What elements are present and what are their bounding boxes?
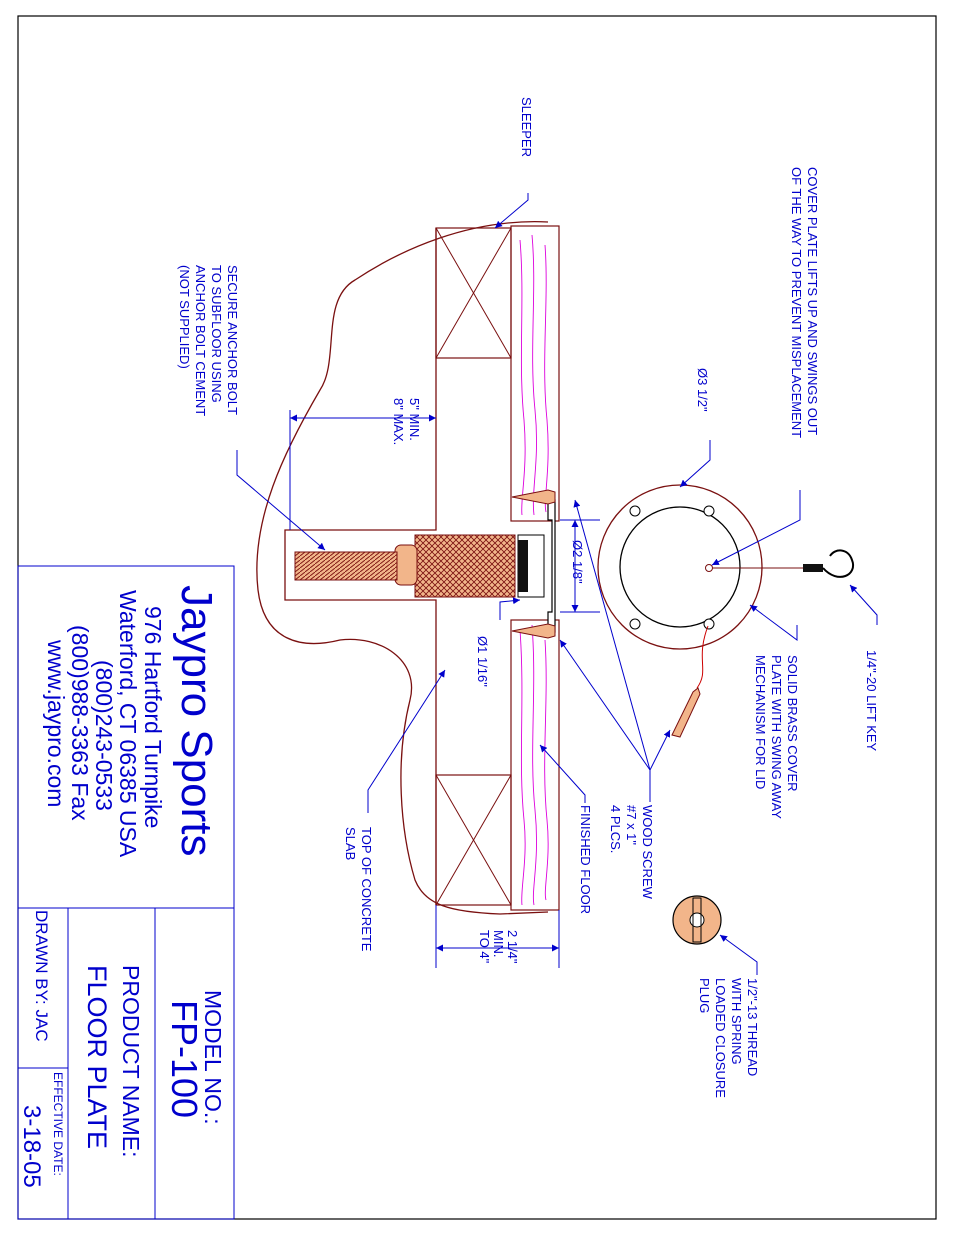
brass-leader [749, 604, 798, 641]
website: www.jaypro.com [43, 639, 69, 807]
dia-2-eighth-label: Ø2 1/8" [570, 540, 585, 584]
callout-text: SLEEPER COVER PLATE LIFTS UP AND SWINGS … [177, 97, 879, 1098]
screw-leader-c [573, 499, 651, 771]
plug-label-2: WITH SPRING [729, 978, 744, 1065]
dia-3-half-leader [679, 440, 711, 488]
concrete-label-2: SLAB [343, 827, 358, 860]
cover-plate-label-1: COVER PLATE LIFTS UP AND SWINGS OUT [805, 167, 820, 435]
phone-number: (800)243-0533 [91, 660, 117, 811]
fax-number: (800)988-3363 Fax [67, 625, 93, 821]
closure-plug-slot [692, 897, 702, 943]
dia-1-sixteenth-leader [499, 597, 521, 620]
loose-wood-screw [671, 687, 701, 738]
model-number: FP-100 [164, 1000, 205, 1118]
anchor-bolt [294, 551, 398, 581]
cover-lift-leader [711, 490, 801, 566]
wood-screw-top [511, 489, 556, 505]
floor-dim-label-1: 2 1/4" [505, 930, 520, 964]
cover-screw-1 [629, 505, 641, 517]
cross-section [256, 221, 560, 915]
anchor-leader [236, 450, 326, 551]
effective-date-label: EFFECTIVE DATE: [51, 1072, 65, 1176]
depth-label-2: 8" MAX. [391, 398, 406, 445]
plug-label-1: 1/2"-13 THREAD [745, 978, 760, 1076]
screw-leader [696, 625, 709, 689]
plate-gasket [518, 540, 528, 592]
cover-inner-lid [619, 506, 741, 628]
concrete-slab-outline [256, 221, 549, 915]
drawn-by: DRAWN BY: JAC [32, 910, 51, 1042]
hex-nut [394, 544, 418, 586]
sleeper-x-bottom [435, 774, 512, 906]
anchor-label-1: SECURE ANCHOR BOLT [225, 265, 240, 415]
lift-key-hook [822, 549, 855, 578]
lift-key-hole [705, 564, 713, 572]
product-label: PRODUCT NAME: [118, 965, 144, 1158]
dia-1-sixteenth-label: Ø1 1/16" [475, 636, 490, 687]
plug-leader [719, 934, 758, 975]
company-name: Jaypro Sports [172, 585, 221, 856]
sleeper-leader [494, 193, 529, 229]
lift-key-leader [849, 584, 878, 625]
dia-3-half-label: Ø3 1/2" [695, 368, 710, 412]
concrete-label-1: TOP OF CONCRETE [359, 827, 374, 952]
finished-floor-leader [539, 744, 586, 803]
brass-label-3: MECHANISM FOR LID [753, 655, 768, 789]
concrete-leader [367, 669, 446, 813]
anchor-label-3: ANCHOR BOLT CEMENT [193, 265, 208, 416]
floor-dim-label-3: TO 4" [477, 930, 492, 964]
sleeper-label: SLEEPER [519, 97, 534, 157]
screw-label-3: 4 PLCS. [608, 805, 623, 853]
finished-floor-label: FINISHED FLOOR [578, 805, 593, 914]
screw-label-1: WOOD SCREW [640, 805, 655, 900]
floor-plate-body [547, 499, 556, 633]
anchor-label-2: TO SUBFLOOR USING [209, 265, 224, 403]
model-label: MODEL NO.: [200, 990, 226, 1125]
plug-label-4: PLUG [697, 978, 712, 1013]
cover-plate-label-2: OF THE WAY TO PREVENT MISPLACEMENT [789, 167, 804, 438]
title-block [17, 565, 235, 1220]
title-block-text: Jaypro Sports 976 Hartford Turnpike Wate… [18, 585, 226, 1188]
floor-thickness-ext [435, 905, 560, 968]
floor-dim-label-2: MIN. [491, 930, 506, 957]
wood-screw-bottom [511, 623, 556, 639]
effective-date: 3-18-05 [18, 1105, 45, 1188]
finished-floor-top [510, 225, 560, 522]
cover-plate-top-view [597, 484, 855, 945]
cover-outer-ring [597, 484, 763, 650]
cover-screw-4 [703, 618, 715, 630]
brass-label-1: SOLID BRASS COVER [785, 655, 800, 792]
annotations [236, 193, 878, 975]
finished-floor-bottom [510, 619, 560, 911]
address-line-1: 976 Hartford Turnpike [140, 606, 166, 828]
screw-label-2: #7 x 1" [624, 805, 639, 845]
brass-label-2: PLATE WITH SWING AWAY [769, 655, 784, 819]
depth-label-1: 5" MIN. [407, 398, 422, 441]
lift-key-grip [803, 564, 823, 572]
cover-screw-2 [703, 505, 715, 517]
lift-key-label: 1/4"-20 LIFT KEY [864, 650, 879, 752]
screw-leader-b [649, 729, 671, 771]
cover-screw-3 [629, 618, 641, 630]
product-name: FLOOR PLATE [82, 965, 112, 1149]
anchor-label-4: (NOT SUPPLIED) [177, 265, 192, 369]
closure-plug-hole [689, 912, 705, 928]
address-line-2: Waterford, CT 06385 USA [115, 590, 141, 858]
anchor-pocket [284, 228, 437, 905]
title-block-frame [17, 565, 235, 1220]
sleeper-x-top [435, 227, 512, 359]
knurled-coupling [414, 534, 516, 598]
plug-label-3: LOADED CLOSURE [713, 978, 728, 1098]
dia-2-eighth-ext [560, 519, 600, 613]
